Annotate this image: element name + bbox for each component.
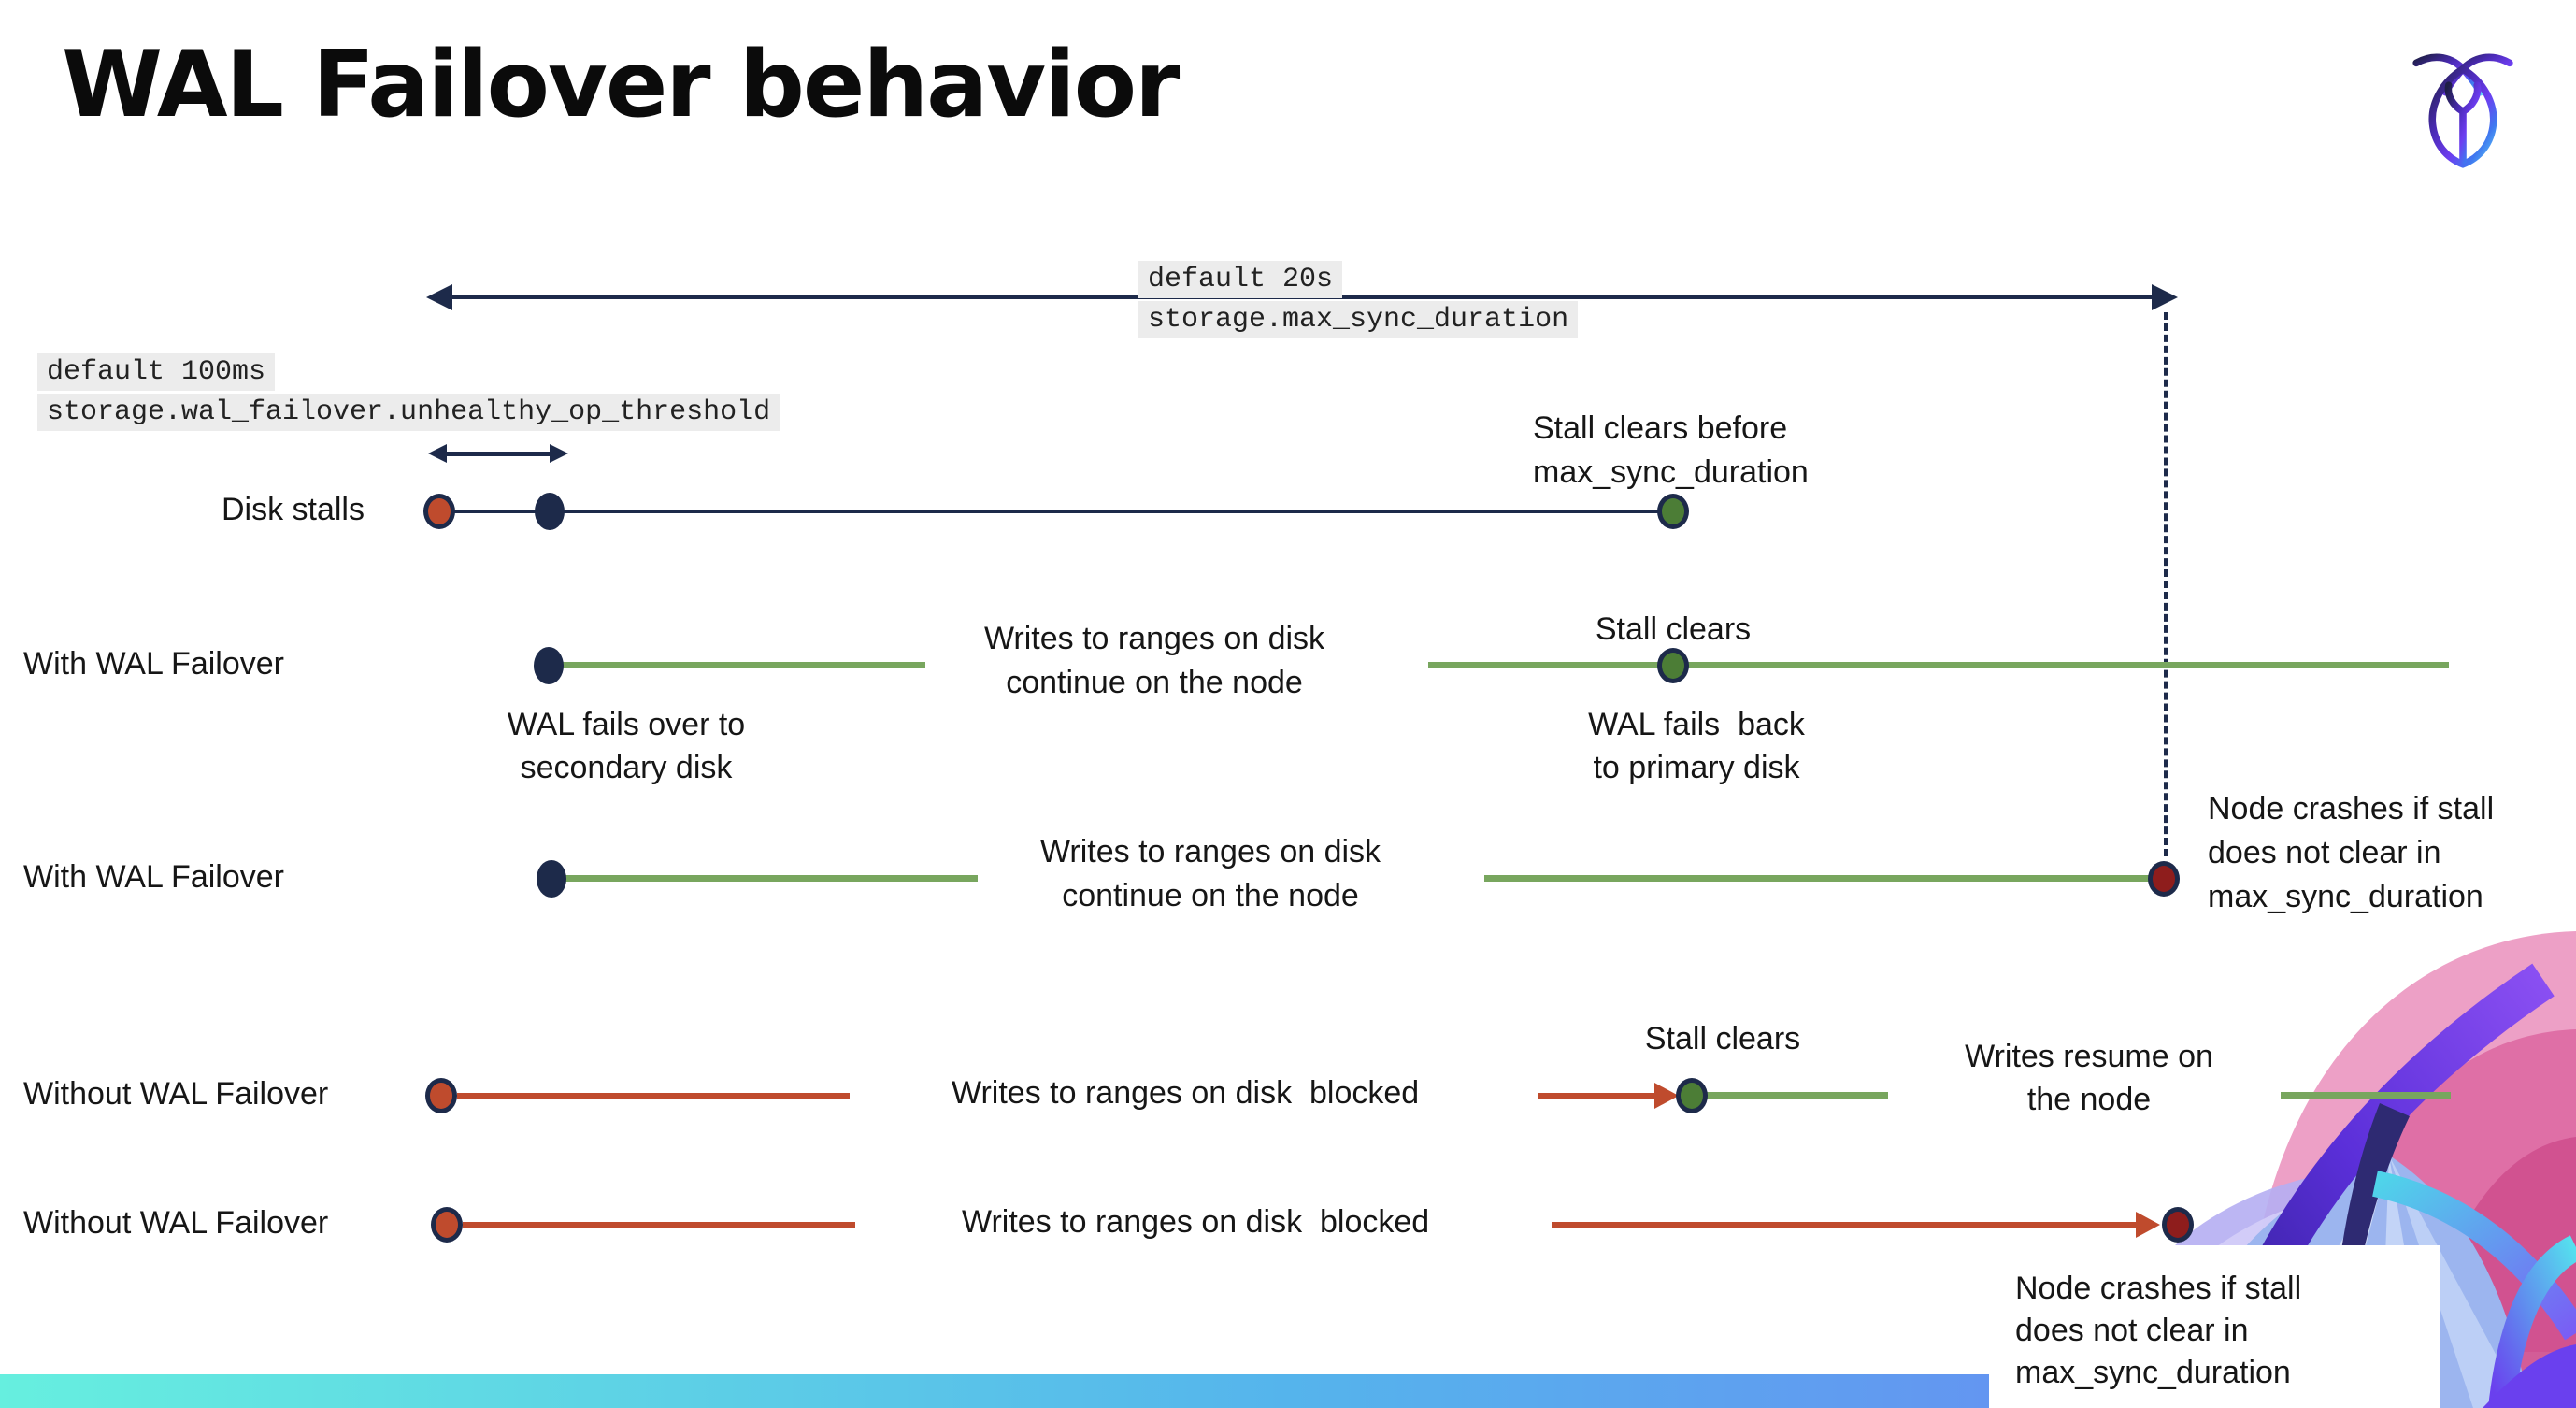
red-arrowhead-icon	[1654, 1083, 1679, 1109]
stall-start-dot	[425, 1078, 457, 1113]
max-sync-deadline-dashed-line	[2164, 312, 2168, 856]
writes-continue-annotation: Writes to ranges on disk continue on the…	[983, 621, 1325, 700]
logo-inner-y	[2444, 81, 2482, 165]
max-sync-setting-label: storage.max_sync_duration	[1138, 301, 1579, 338]
stall-clears-annotation: Stall clears	[1644, 1021, 1801, 1056]
cockroachdb-logo-icon	[2412, 53, 2513, 168]
failover-start-dot	[537, 860, 566, 898]
writes-blocked-line	[457, 1093, 850, 1099]
writes-resume-line	[1705, 1092, 1888, 1099]
writes-resume-annotation: Writes resume on the node	[1965, 1039, 2213, 1117]
node-crash-dot	[2162, 1207, 2194, 1243]
stall-clears-dot	[1657, 494, 1689, 529]
writes-resume-line	[2281, 1092, 2451, 1099]
max-sync-default-label: default 20s	[1138, 261, 1343, 298]
stall-start-dot	[431, 1207, 463, 1243]
small-arrowhead-right-icon	[550, 444, 568, 463]
unhealthy-op-span-line	[443, 452, 551, 456]
writes-blocked-annotation: Writes to ranges on disk blocked	[952, 1075, 1420, 1111]
stall-clears-before-annotation: Stall clears before max_sync_duration	[1533, 410, 1809, 490]
row-label-with-wal-failover-2: With WAL Failover	[23, 859, 284, 895]
writes-continue-line	[1484, 875, 2152, 882]
failover-start-dot	[534, 647, 564, 684]
writes-continue-annotation: Writes to ranges on disk continue on the…	[1039, 834, 1381, 913]
row-label-without-wal-failover-1: Without WAL Failover	[23, 1076, 329, 1112]
threshold-reached-dot	[535, 493, 565, 530]
unhealthy-op-default-label: default 100ms	[37, 353, 276, 391]
writes-blocked-annotation: Writes to ranges on disk blocked	[962, 1204, 1430, 1240]
writes-continue-line	[564, 875, 978, 882]
writes-blocked-line	[1552, 1222, 2140, 1228]
red-arrowhead-icon	[2136, 1212, 2160, 1238]
writes-continue-line	[1428, 662, 2449, 668]
page-title: WAL Failover behavior	[62, 32, 1180, 138]
node-crash-annotation: Node crashes if stall does not clear in …	[2208, 791, 2495, 914]
arrowhead-left-icon	[426, 284, 452, 310]
stall-clears-dot	[1676, 1078, 1708, 1113]
writes-blocked-line	[1538, 1093, 1659, 1099]
wal-fails-over-annotation: WAL fails over to secondary disk	[507, 707, 746, 785]
logo-body	[2428, 65, 2497, 168]
small-arrowhead-left-icon	[428, 444, 447, 463]
node-crash-dot	[2148, 861, 2180, 897]
writes-blocked-line	[463, 1222, 855, 1228]
node-crash-callout-box: Node crashes if stall does not clear in …	[1989, 1245, 2440, 1408]
wal-fails-back-annotation: WAL fails back to primary disk	[1588, 707, 1805, 785]
stall-clears-dot	[1657, 648, 1689, 683]
row-label-disk-stalls: Disk stalls	[221, 492, 365, 527]
stall-clears-annotation: Stall clears	[1595, 611, 1752, 647]
unhealthy-op-setting-label: storage.wal_failover.unhealthy_op_thresh…	[37, 394, 780, 431]
disk-stall-timeline-line	[439, 510, 1673, 513]
arrowhead-right-icon	[2152, 284, 2178, 310]
row-label-with-wal-failover-1: With WAL Failover	[23, 646, 284, 682]
row-label-without-wal-failover-2: Without WAL Failover	[23, 1205, 329, 1241]
writes-continue-line	[561, 662, 925, 668]
stall-start-dot	[423, 494, 455, 529]
